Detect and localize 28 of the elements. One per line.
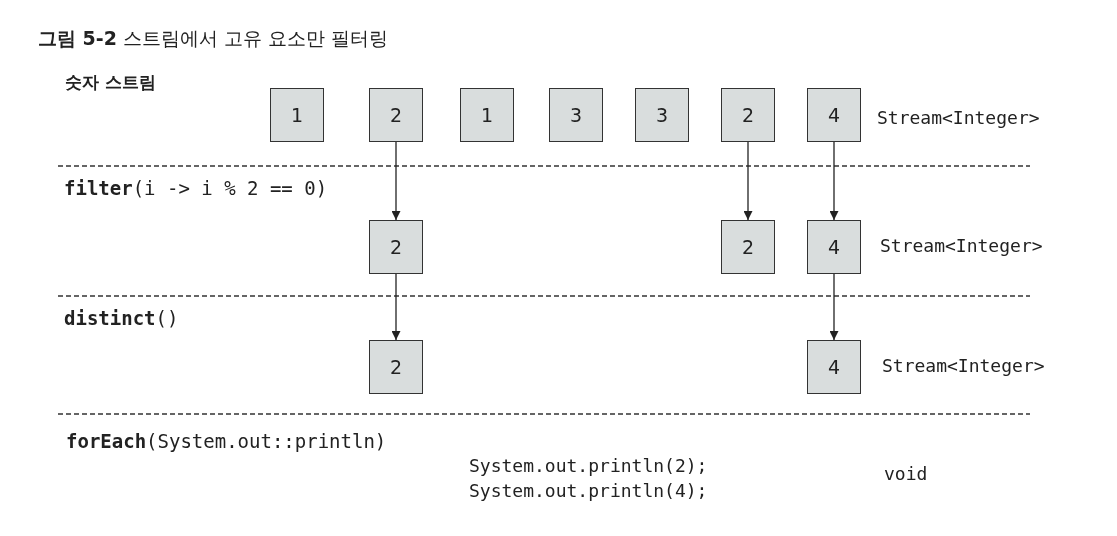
number-box: 4 — [807, 340, 861, 394]
operation-label: filter(i -> i % 2 == 0) — [64, 176, 328, 200]
operation-label: forEach(System.out::println) — [66, 429, 387, 453]
number-box: 2 — [721, 220, 775, 274]
type-label: Stream<Integer> — [880, 234, 1043, 258]
number-box: 1 — [270, 88, 324, 142]
row-heading: 숫자 스트림 — [65, 71, 156, 94]
operation-label: distinct() — [64, 306, 179, 330]
figure-title: 그림 5-2 스트림에서 고유 요소만 필터링 — [38, 26, 389, 50]
number-box: 4 — [807, 88, 861, 142]
arrow — [743, 141, 753, 221]
code-line: System.out.println(2); — [469, 454, 708, 478]
code-line: System.out.println(4); — [469, 479, 708, 503]
type-label: Stream<Integer> — [882, 354, 1045, 378]
arrow — [391, 141, 401, 221]
number-box: 2 — [369, 220, 423, 274]
number-box: 3 — [549, 88, 603, 142]
arrow — [829, 273, 839, 341]
number-box: 2 — [721, 88, 775, 142]
arrow — [829, 141, 839, 221]
type-label: void — [884, 462, 928, 486]
number-box: 3 — [635, 88, 689, 142]
number-box: 4 — [807, 220, 861, 274]
number-box: 2 — [369, 340, 423, 394]
type-label: Stream<Integer> — [877, 106, 1040, 130]
number-box: 1 — [460, 88, 514, 142]
arrow — [391, 273, 401, 341]
number-box: 2 — [369, 88, 423, 142]
